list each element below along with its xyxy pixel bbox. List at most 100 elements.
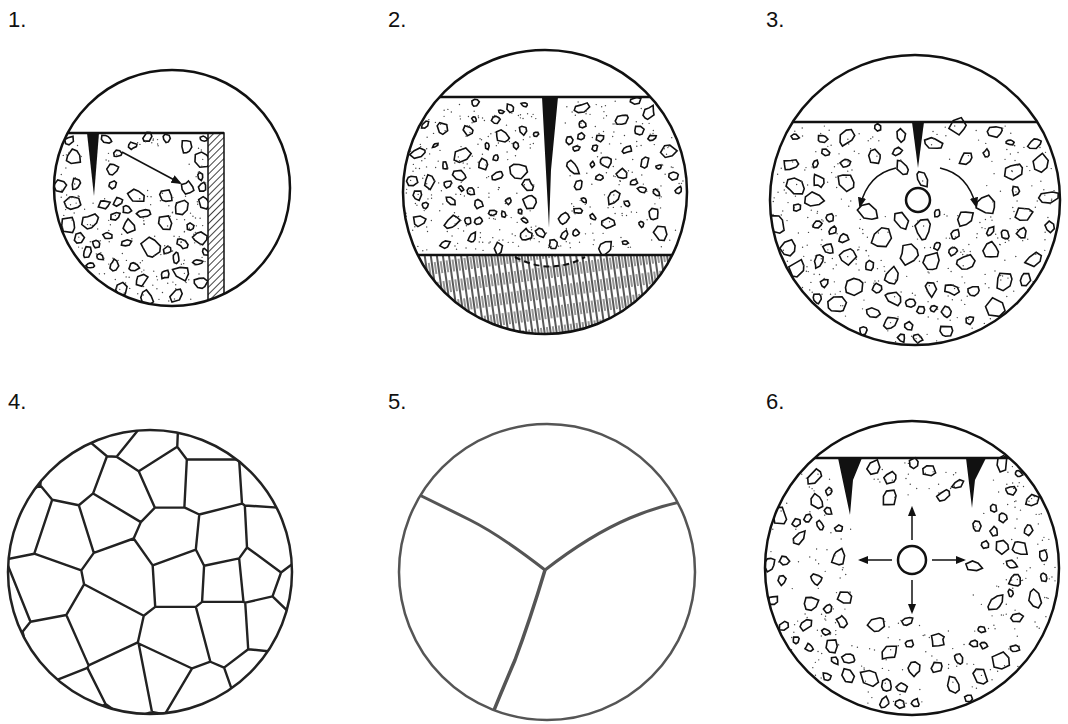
sand-grain: [809, 486, 810, 487]
aggregate-stone: [98, 201, 110, 209]
sand-grain: [782, 210, 783, 211]
sand-grain: [862, 308, 863, 309]
sand-grain: [669, 239, 670, 240]
sand-grain: [666, 154, 667, 155]
sand-grain: [674, 105, 675, 106]
sand-grain: [173, 236, 174, 237]
sand-grain: [773, 472, 774, 473]
sand-grain: [1026, 570, 1027, 571]
sand-grain: [498, 142, 499, 143]
aggregate-stone: [779, 556, 789, 565]
sand-grain: [851, 645, 852, 646]
sand-grain: [162, 292, 163, 293]
sand-grain: [1026, 166, 1027, 167]
sand-grain: [419, 168, 420, 169]
aggregate-stone: [163, 134, 170, 142]
sand-grain: [143, 217, 144, 218]
sand-grain: [806, 617, 807, 618]
sand-grain: [936, 659, 937, 660]
sand-grain: [143, 223, 144, 224]
sand-grain: [667, 147, 668, 148]
sand-grain: [824, 262, 825, 263]
sand-grain: [464, 195, 465, 196]
aggregate-stone: [590, 214, 596, 220]
sand-grain: [145, 141, 146, 142]
sand-grain: [580, 122, 581, 123]
aggregate-stone: [136, 274, 148, 286]
sand-grain: [842, 305, 843, 306]
sand-grain: [847, 139, 848, 140]
sand-grain: [842, 567, 843, 568]
sand-grain: [1033, 465, 1034, 466]
sand-grain: [479, 138, 480, 139]
sand-grain: [966, 663, 967, 664]
sand-grain: [867, 236, 868, 237]
sand-grain: [129, 288, 130, 289]
aggregate-stone: [170, 289, 182, 302]
sand-grain: [518, 115, 519, 116]
sand-grain: [615, 159, 616, 160]
sand-grain: [783, 268, 784, 269]
sand-grain: [454, 223, 455, 224]
sand-grain: [50, 246, 51, 247]
sand-grain: [417, 194, 418, 195]
sand-grain: [1044, 564, 1045, 565]
sand-grain: [566, 106, 567, 107]
sand-grain: [81, 234, 82, 235]
sand-grain: [1039, 197, 1040, 198]
aggregate-stone: [510, 164, 528, 178]
aggregate-stone: [937, 490, 950, 501]
sand-grain: [531, 229, 532, 230]
sand-grain: [812, 667, 813, 668]
sand-grain: [786, 220, 787, 221]
sand-grain: [849, 591, 850, 592]
sand-grain: [533, 143, 534, 144]
sand-grain: [512, 242, 513, 243]
sand-grain: [1052, 143, 1053, 144]
sand-grain: [1051, 463, 1052, 464]
sand-grain: [855, 263, 856, 264]
aggregate-stone: [661, 145, 678, 157]
detail-circle: [399, 424, 695, 720]
sand-grain: [1049, 286, 1050, 287]
sand-grain: [457, 243, 458, 244]
sand-grain: [602, 164, 603, 165]
sand-grain: [499, 187, 500, 188]
sand-grain: [908, 473, 909, 474]
sand-grain: [963, 265, 964, 266]
crack: [488, 570, 545, 724]
aggregate-stone: [826, 487, 832, 495]
sand-grain: [833, 268, 834, 269]
sand-grain: [910, 484, 911, 485]
aggregate-stone: [988, 595, 1003, 610]
surface-line: [760, 457, 1065, 460]
sand-grain: [1023, 147, 1024, 148]
sand-grain: [482, 117, 483, 118]
sand-grain: [68, 198, 69, 199]
sand-grain: [927, 271, 928, 272]
sand-grain: [805, 167, 806, 168]
sand-grain: [984, 228, 985, 229]
sand-grain: [879, 153, 880, 154]
sand-grain: [830, 532, 831, 533]
aggregate-stone: [198, 182, 205, 191]
sand-grain: [613, 175, 614, 176]
aggregate-stone: [923, 466, 936, 476]
sand-grain: [1058, 140, 1059, 141]
sand-grain: [824, 618, 825, 619]
aggregate-stone: [1029, 589, 1042, 608]
sand-grain: [566, 228, 567, 229]
settlement-arrow: [860, 168, 896, 206]
sand-grain: [833, 608, 834, 609]
sand-grain: [1044, 250, 1045, 251]
sand-grain: [147, 196, 148, 197]
sand-grain: [926, 291, 927, 292]
sand-grain: [1054, 252, 1055, 253]
sand-grain: [531, 116, 532, 117]
aggregate-stone: [778, 576, 786, 586]
sand-grain: [48, 286, 49, 287]
sand-grain: [821, 653, 822, 654]
sand-grain: [795, 660, 796, 661]
sand-grain: [791, 637, 792, 638]
sand-grain: [798, 232, 799, 233]
